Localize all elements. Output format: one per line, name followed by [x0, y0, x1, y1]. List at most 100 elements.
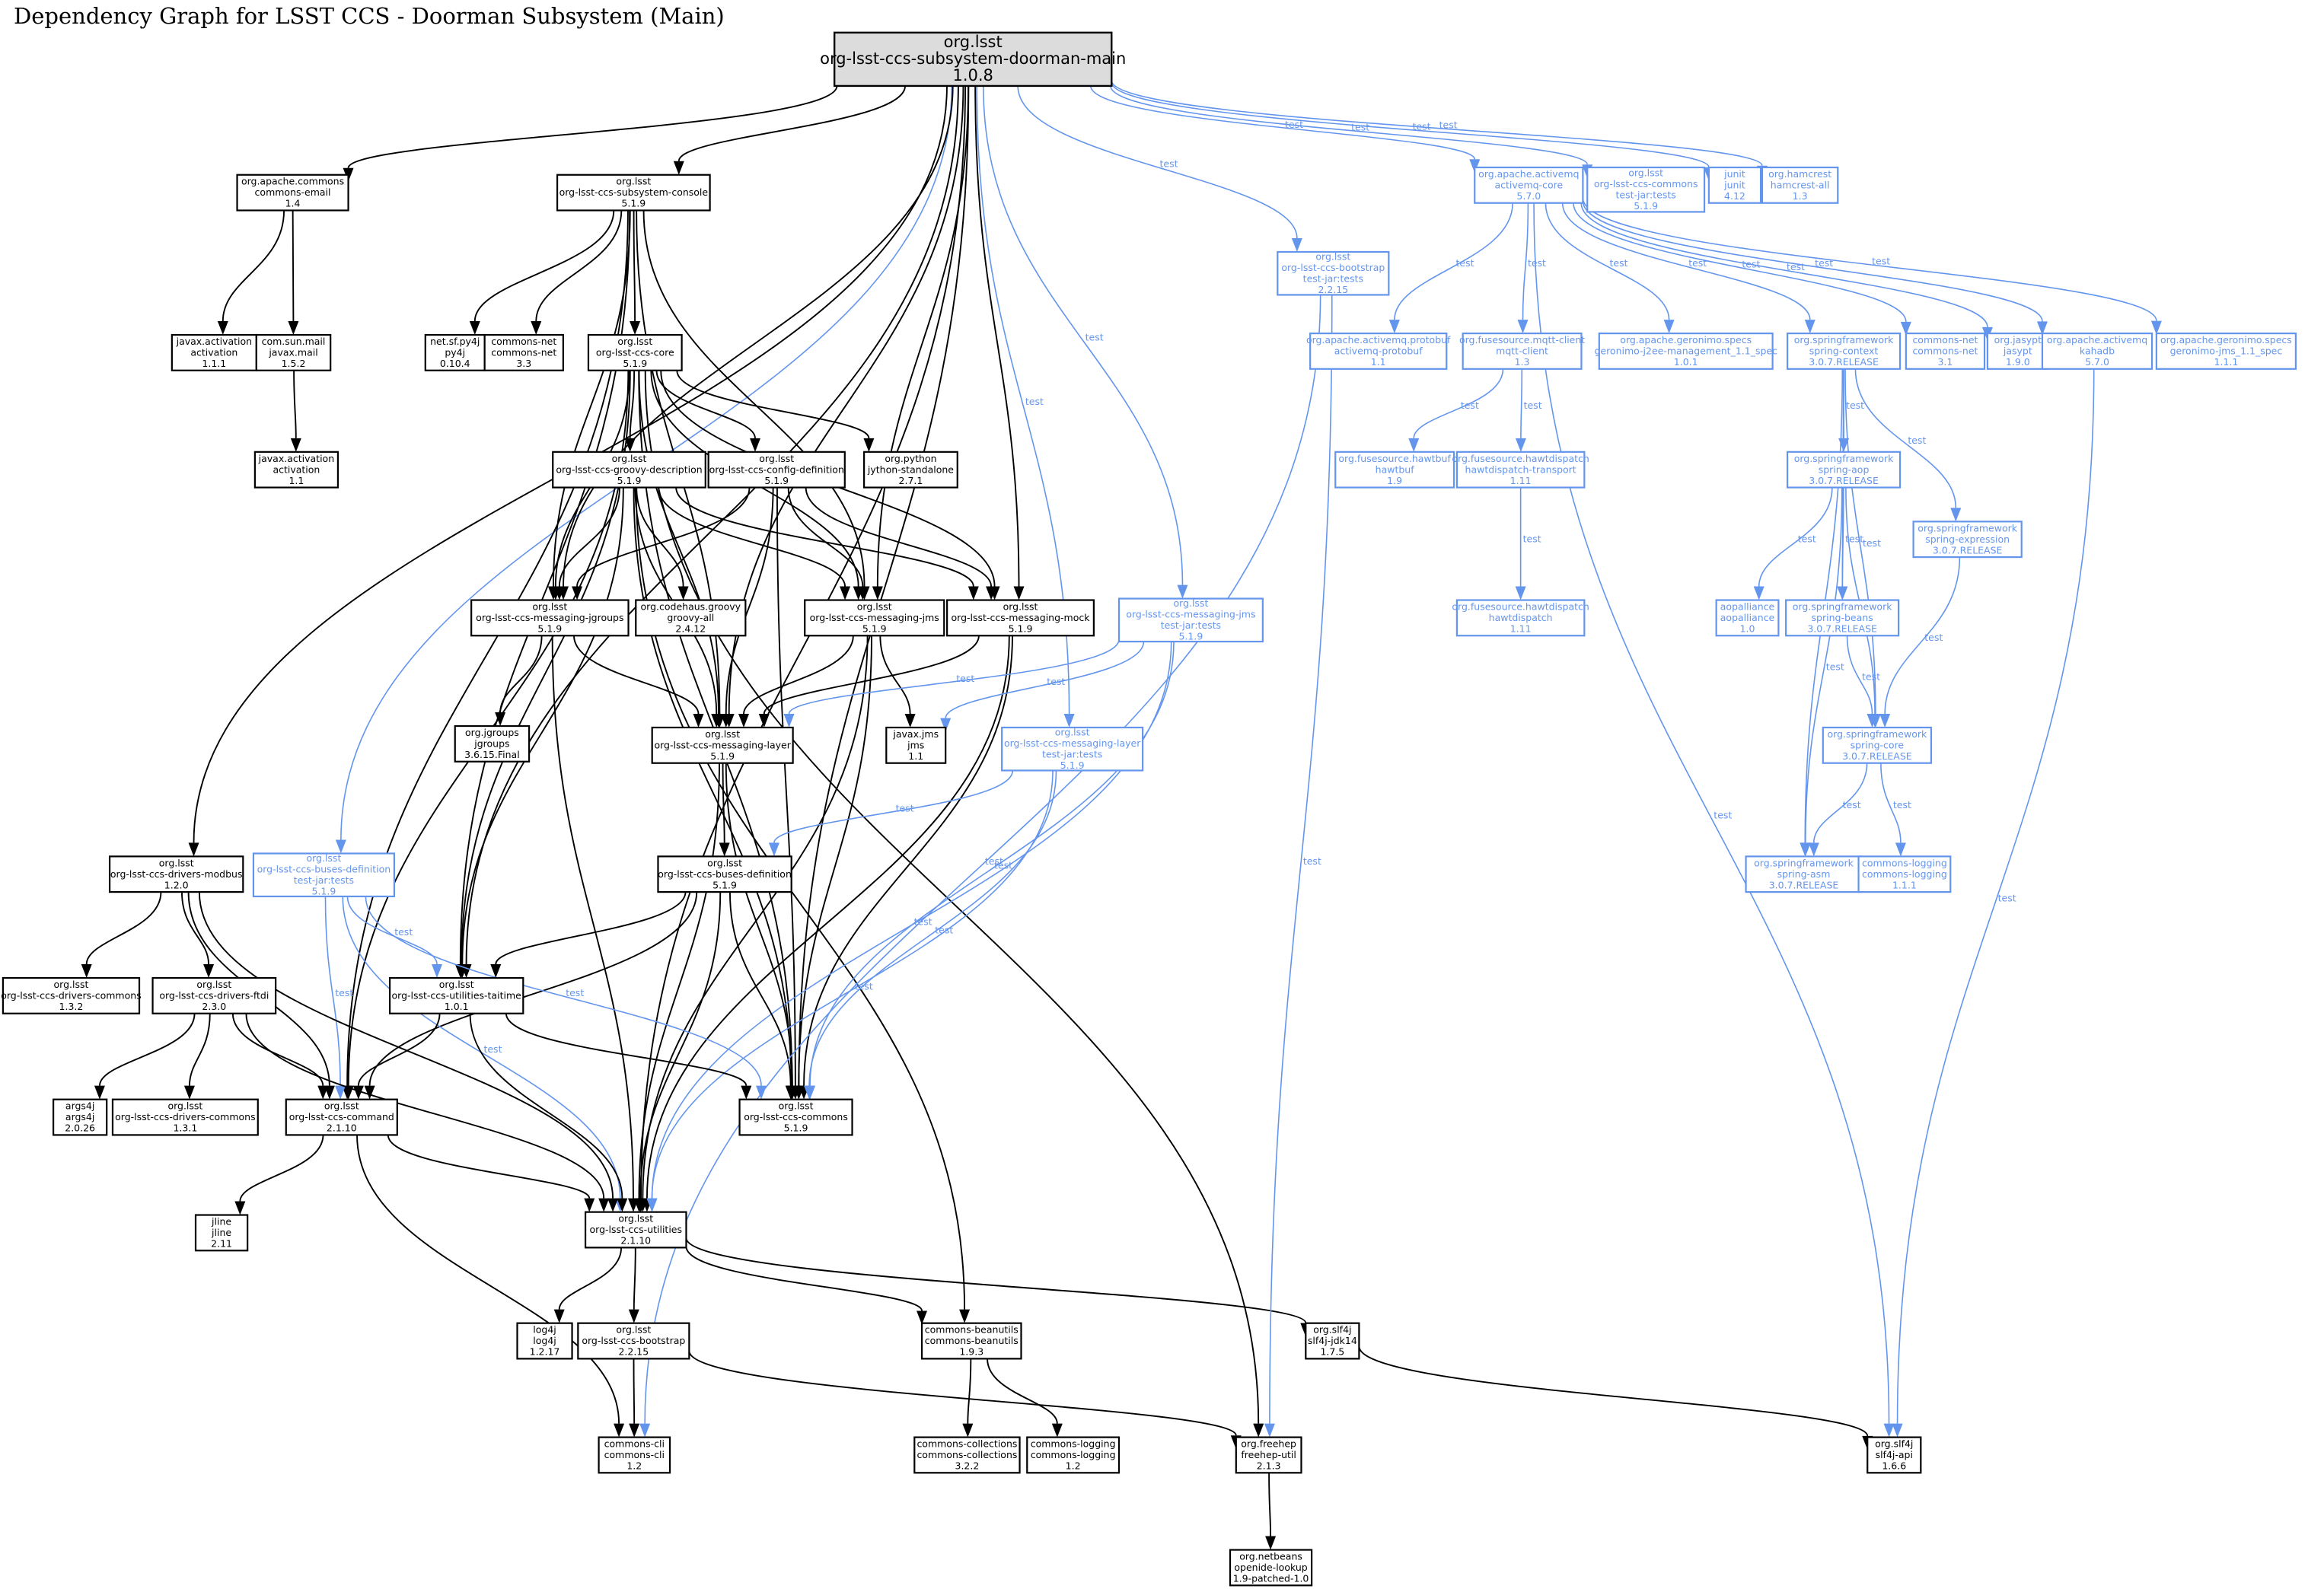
node-box: [552, 451, 706, 489]
graph-node-subsystem-console[interactable]: org.lsstorg-lsst-ccs-subsystem-console5.…: [556, 174, 711, 212]
node-group-label: commons-net: [491, 336, 556, 347]
node-artifact-label: org-lsst-ccs-utilities: [590, 1224, 683, 1235]
graph-node-bootstrap-tests[interactable]: org.lsstorg-lsst-ccs-bootstraptest-jar:t…: [1277, 251, 1390, 296]
node-group-label: org.netbeans: [1239, 1550, 1302, 1562]
edge-line: [293, 370, 297, 438]
edge-line: [576, 487, 751, 587]
edge-scope-label: test: [1843, 799, 1861, 810]
arrowhead-icon: [495, 712, 506, 727]
graph-node-groovy-description[interactable]: org.lsstorg-lsst-ccs-groovy-description5…: [552, 451, 706, 489]
graph-node-geronimo-j2ee[interactable]: org.apache.geronimo.specsgeronimo-j2ee-m…: [1594, 332, 1777, 370]
graph-node-spring-aop[interactable]: org.springframeworkspring-aop3.0.7.RELEA…: [1786, 451, 1902, 489]
edge-line: [551, 635, 634, 1199]
node-version-label: 2.7.1: [899, 475, 923, 486]
node-version-label: 5.7.0: [2085, 356, 2109, 368]
node-artifact-label: jms: [907, 739, 924, 750]
graph-node-commons-collections[interactable]: commons-collectionscommons-collections3.…: [913, 1436, 1021, 1474]
graph-node-drivers-commons-132[interactable]: org.lsstorg-lsst-ccs-drivers-commons1.3.…: [1, 976, 142, 1014]
graph-node-spring-context[interactable]: org.springframeworkspring-context3.0.7.R…: [1786, 332, 1902, 370]
graph-node-geronimo-jms[interactable]: org.apache.geronimo.specsgeronimo-jms_1.…: [2155, 332, 2297, 370]
graph-node-spring-expression[interactable]: org.springframeworkspring-expression3.0.…: [1912, 521, 2023, 559]
graph-node-ccs-commons-tests[interactable]: org.lsstorg-lsst-ccs-commonstest-jar:tes…: [1586, 166, 1706, 213]
graph-node-messaging-layer-tests[interactable]: org.lsstorg-lsst-ccs-messaging-layertest…: [1001, 727, 1144, 772]
arrowhead-icon: [630, 321, 641, 336]
graph-node-spring-beans[interactable]: org.springframeworkspring-beans3.0.7.REL…: [1785, 599, 1900, 637]
graph-node-activemq-protobuf[interactable]: org.apache.activemq.protobufactivemq-pro…: [1306, 332, 1451, 370]
node-version-label: 5.7.0: [1516, 190, 1541, 202]
node-group-label: org.python: [885, 453, 936, 464]
node-group-label: org.springframework: [1918, 522, 2017, 533]
node-box: [255, 333, 332, 371]
node-artifact-label: spring-aop: [1819, 463, 1870, 475]
node-group-label: org.lsst: [1173, 597, 1208, 609]
edge-scope-label: test: [1047, 676, 1065, 687]
graph-node-config-definition[interactable]: org.lsstorg-lsst-ccs-config-definition5.…: [707, 451, 846, 489]
node-version-label: 5.1.9: [617, 475, 642, 486]
node-artifact-label: groovy-all: [667, 612, 714, 623]
graph-node-messaging-layer[interactable]: org.lsstorg-lsst-ccs-messaging-layer5.1.…: [651, 726, 794, 764]
edge-messaging-jgroups-to-jgroups: [495, 635, 543, 727]
graph-node-spring-core[interactable]: org.springframeworkspring-core3.0.7.RELE…: [1822, 726, 1933, 764]
edge-utilities-taitime-to-ccs-utilities: [469, 1013, 628, 1212]
edge-scope-label: test: [483, 1043, 502, 1055]
graph-node-utilities-taitime[interactable]: org.lsstorg-lsst-ccs-utilities-taitime1.…: [388, 976, 524, 1014]
graph-node-hawtdispatch-transport[interactable]: org.fusesource.hawtdispatchhawtdispatch-…: [1452, 451, 1589, 489]
edge-root-to-activemq-core: test: [1090, 85, 1481, 174]
graph-node-buses-definition-tests[interactable]: org.lsstorg-lsst-ccs-buses-definitiontes…: [252, 852, 396, 898]
graph-node-spring-asm[interactable]: org.springframeworkspring-asm3.0.7.RELEA…: [1745, 855, 1863, 893]
graph-node-openide-lookup[interactable]: org.netbeansopenide-lookup1.9-patched-1.…: [1229, 1549, 1313, 1587]
edge-line: [798, 85, 970, 1086]
graph-node-messaging-jms-tests[interactable]: org.lsstorg-lsst-ccs-messaging-jmstest-j…: [1117, 597, 1264, 643]
node-group-label: org.lsst: [616, 176, 651, 187]
node-box: [111, 1098, 259, 1136]
node-box: [1986, 332, 2049, 370]
graph-node-buses-definition[interactable]: org.lsstorg-lsst-ccs-buses-definition5.1…: [657, 855, 792, 893]
node-artifact-label: org-lsst-ccs-messaging-mock: [952, 612, 1091, 623]
edge-scope-label: test: [1872, 256, 1890, 267]
graph-node-drivers-commons-131[interactable]: org.lsstorg-lsst-ccs-drivers-commons1.3.…: [111, 1098, 259, 1136]
edge-spring-beans-to-spring-core: test: [1846, 635, 1880, 728]
graph-node-hawtdispatch[interactable]: org.fusesource.hawtdispatchhawtdispatch1…: [1452, 599, 1589, 637]
edge-buses-definition-tests-to-ccs-commons: test: [365, 896, 767, 1100]
graph-node-messaging-jgroups[interactable]: org.lsstorg-lsst-ccs-messaging-jgroups5.…: [470, 599, 630, 637]
graph-node-root[interactable]: org.lsstorg-lsst-ccs-subsystem-doorman-m…: [820, 31, 1126, 88]
